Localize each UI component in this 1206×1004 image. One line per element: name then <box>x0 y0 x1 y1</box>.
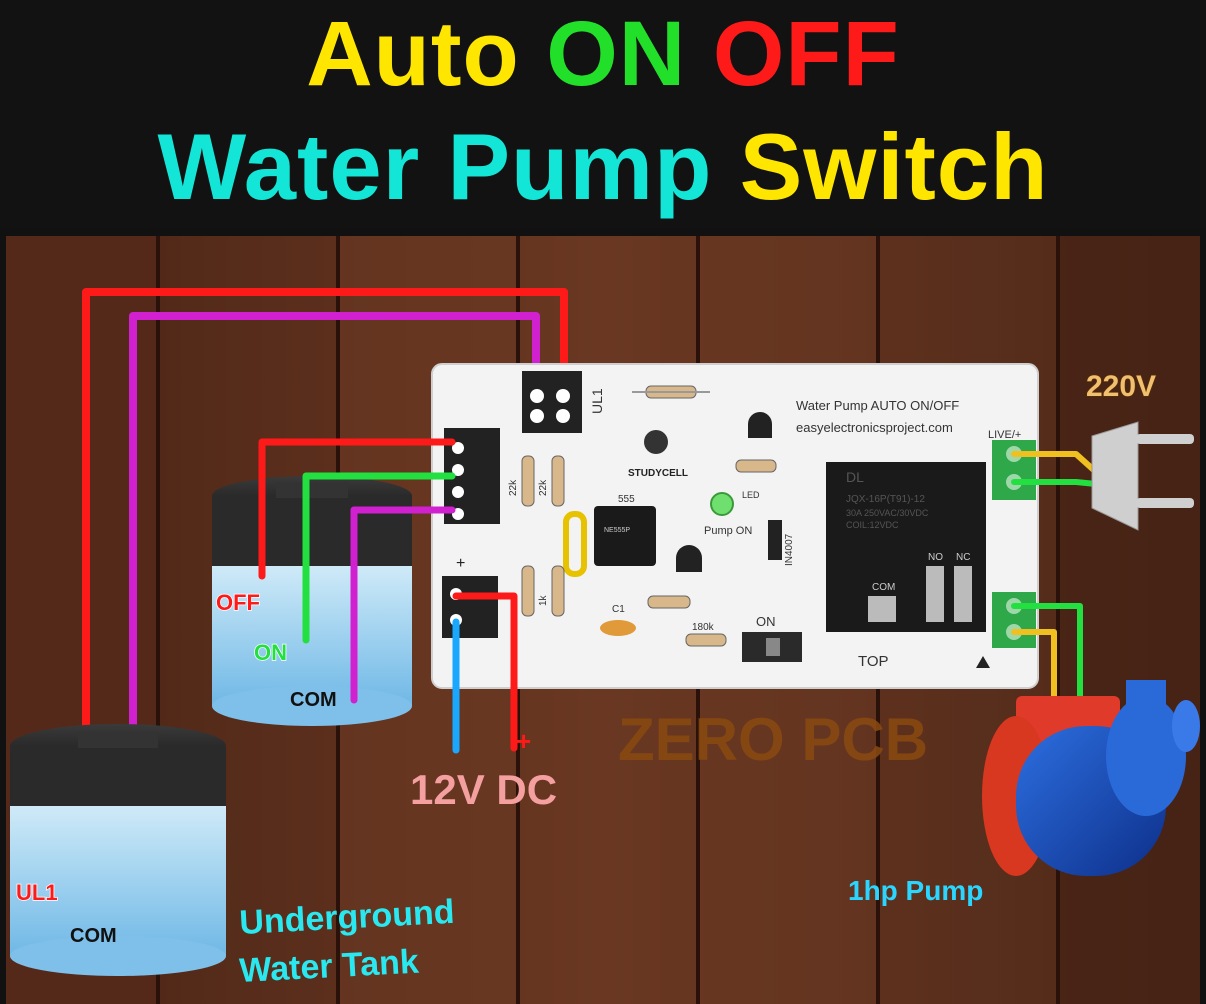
wiring-diagram-scene: UL1 Water Pump AUTO ON/OFF easyelectroni… <box>6 236 1200 1004</box>
live-label: LIVE/+ <box>988 429 1021 441</box>
relay-rating-1: 30A 250VAC/30VDC <box>846 508 929 518</box>
title-banner: Auto ON OFF Water Pump Switch <box>0 0 1206 228</box>
tank-off-label: OFF <box>216 590 260 615</box>
r-22k-a-label: 22k <box>508 479 519 496</box>
ul1-connector <box>522 371 582 433</box>
tank-com-label: COM <box>290 689 337 711</box>
r-180k-label: 180k <box>692 622 715 633</box>
title-line-1: Auto ON OFF <box>0 0 1206 108</box>
underground-water-tank <box>10 724 226 976</box>
voltage-dc-label: 12V DC <box>410 766 557 813</box>
pump-label: 1hp Pump <box>848 875 983 906</box>
underground-caption-line2: Water Tank <box>238 943 419 990</box>
relay-nc-label: NC <box>956 552 970 563</box>
top-label: TOP <box>858 653 889 670</box>
pcb-website: easyelectronicsproject.com <box>796 420 953 435</box>
ug-com-label: COM <box>70 925 117 947</box>
ul1-pcb-label: UL1 <box>589 388 605 414</box>
zero-pcb-label: ZERO PCB <box>618 706 928 773</box>
ic-chip-text: NE555P <box>604 527 630 534</box>
pump-motor <box>982 680 1200 876</box>
ac-plug <box>1091 421 1194 531</box>
ic-label: 555 <box>618 494 635 505</box>
title-word-on: ON <box>546 3 687 105</box>
pcb-board: UL1 Water Pump AUTO ON/OFF easyelectroni… <box>431 363 1039 689</box>
diode-label: IN4007 <box>784 533 795 566</box>
pump-on-led <box>710 492 734 516</box>
relay-model: JQX-16P(T91)-12 <box>846 494 925 505</box>
relay-brand: DL <box>846 469 864 485</box>
led-label: LED <box>742 490 760 500</box>
title-word-auto: Auto <box>306 3 520 105</box>
title-word-pump: Pump <box>447 114 713 219</box>
studycell-logo <box>644 430 668 454</box>
dc-plus-label: + <box>516 726 531 756</box>
title-line-2: Water Pump Switch <box>0 112 1206 222</box>
c1-label: C1 <box>612 604 625 615</box>
underground-wires <box>82 288 568 934</box>
tank-on-label: ON <box>254 640 287 665</box>
ac-plug-wires <box>1011 451 1099 487</box>
ne555-ic <box>594 506 656 566</box>
voltage-ac-label: 220V <box>1086 370 1156 403</box>
dc-input-connector <box>442 576 498 638</box>
relay-rating-2: COIL:12VDC <box>846 520 899 530</box>
title-word-switch: Switch <box>739 114 1049 219</box>
pcb-title: Water Pump AUTO ON/OFF <box>796 398 959 413</box>
title-word-off: OFF <box>712 3 900 105</box>
switch-on-label: ON <box>756 614 776 629</box>
pump-on-label: Pump ON <box>704 525 752 537</box>
dc-plus-pcb-label: + <box>456 555 465 572</box>
ug-ul1-label: UL1 <box>16 880 58 905</box>
title-word-water: Water <box>157 114 421 219</box>
dc-power-wires <box>452 592 518 754</box>
tank-sensor-wires <box>258 438 456 704</box>
wiring-diagram-svg: UL1 Water Pump AUTO ON/OFF easyelectroni… <box>6 236 1200 1004</box>
pump-wires <box>1011 603 1083 709</box>
r-22k-b-label: 22k <box>538 479 549 496</box>
relay-com-label: COM <box>872 582 895 593</box>
relay-no-label: NO <box>928 552 943 563</box>
studycell-logo-text: STUDYCELL <box>628 468 688 479</box>
r-1k-label: 1k <box>538 594 549 606</box>
